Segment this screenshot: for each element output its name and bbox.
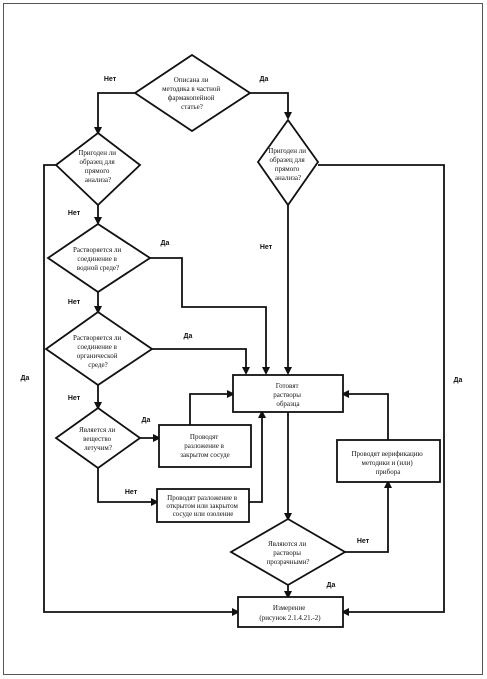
label-yes: Да xyxy=(161,240,170,247)
box-measurement xyxy=(237,596,344,628)
label-no: Нет xyxy=(68,395,81,402)
decision-direct-analysis-right xyxy=(256,118,320,207)
label-yes: Да xyxy=(21,375,30,382)
b3-text: Проводят разложение в открытом или закры… xyxy=(166,494,239,518)
label-yes: Да xyxy=(454,377,463,384)
d5-text: Растворяется ли соединение в органическо… xyxy=(73,334,123,369)
label-yes: Да xyxy=(327,582,336,589)
label-no: Нет xyxy=(68,299,81,306)
decision-direct-analysis-left xyxy=(54,131,142,207)
decision-solutions-clear xyxy=(229,517,347,587)
d7-text: Являются ли растворы прозрачными? xyxy=(266,540,309,566)
label-yes: Да xyxy=(260,76,269,83)
label-yes: Да xyxy=(142,417,151,424)
b5-text: Измерение (рисунок 2.1.4.21.-2) xyxy=(259,604,321,622)
d4-text: Растворяется ли соединение в водной сред… xyxy=(73,246,123,272)
decision-water-soluble xyxy=(46,222,152,294)
label-yes: Да xyxy=(184,333,193,340)
box-verification xyxy=(336,439,441,483)
label-no: Нет xyxy=(125,489,138,496)
decision-organic-soluble xyxy=(44,310,154,387)
label-no: Нет xyxy=(260,244,273,251)
d1-text: Описана ли методика в частной фармакопей… xyxy=(162,76,222,111)
page-frame xyxy=(3,3,483,675)
d2-text: Пригоден ли образец для прямого анализа? xyxy=(78,149,117,184)
arrowheads xyxy=(94,112,392,616)
b4-text: Проводят верификацию методики и (или) пр… xyxy=(352,450,425,476)
decision-volatile xyxy=(54,406,142,470)
box-closed-vessel-digestion xyxy=(158,424,252,468)
d3-text: Пригоден ли образец для прямого анализа? xyxy=(268,147,307,182)
b1-text: Готовят растворы образца xyxy=(273,382,302,408)
label-no: Нет xyxy=(68,210,81,217)
decision-method-described xyxy=(133,53,252,133)
box-open-closed-digestion xyxy=(156,488,250,523)
label-no: Нет xyxy=(357,538,370,545)
box-prepare-solutions xyxy=(232,374,344,413)
b2-text: Проводят разложение в закрытом сосуде xyxy=(180,433,230,459)
d6-text: Является ли вещество летучим? xyxy=(79,426,117,452)
label-no: Нет xyxy=(104,76,117,83)
connectors xyxy=(43,92,445,613)
